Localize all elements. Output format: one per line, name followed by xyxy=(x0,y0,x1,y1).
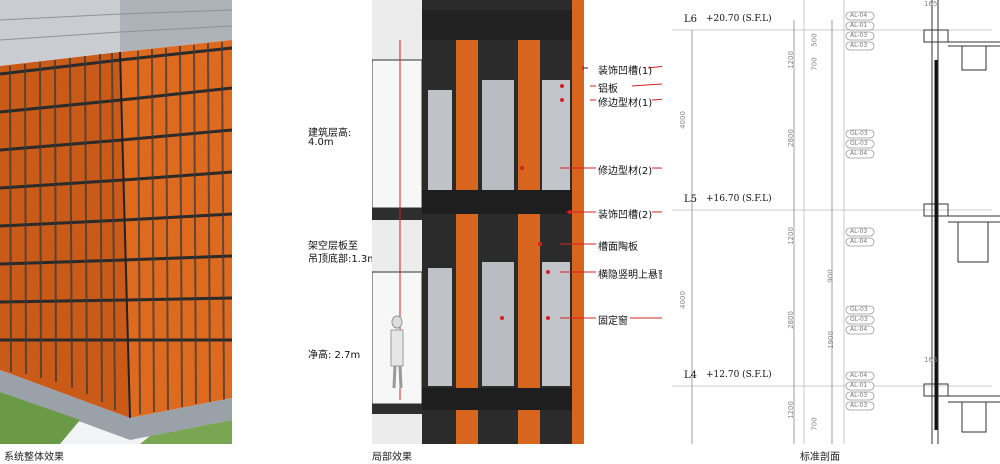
dim-165-bottom: 165 xyxy=(924,356,938,364)
building-render-image xyxy=(0,0,232,444)
tag: AL-03 xyxy=(850,228,868,235)
tag: AL-04 xyxy=(850,12,868,19)
dim-2800-b: 2800 xyxy=(786,311,795,329)
caption-section: 标准剖面 xyxy=(800,452,840,463)
dim-500: 500 xyxy=(810,33,819,47)
partial-render xyxy=(372,0,584,444)
level-l4: L4 xyxy=(684,370,698,381)
dim-1200-b: 1200 xyxy=(786,227,795,245)
level-l5: L5 xyxy=(684,194,698,205)
tag: GL-03 xyxy=(850,140,868,147)
tag: GL-03 xyxy=(850,306,868,313)
callout-grooved-terracotta: 槽面陶板 xyxy=(598,242,638,253)
level-l6: L6 xyxy=(684,14,698,25)
dim-4000-b: 4000 xyxy=(678,291,687,309)
callout-decorative-groove-2: 装饰凹槽(2) xyxy=(598,210,653,221)
callout-aluminum-panel: 铝板 xyxy=(598,84,618,95)
caption-overall: 系统整体效果 xyxy=(4,452,64,463)
dim-1200: 1200 xyxy=(786,51,795,69)
dim-1900: 1900 xyxy=(826,331,835,349)
tag: GL-03 xyxy=(850,316,868,323)
level-l4-elev: +12.70 (S.F.L) xyxy=(706,370,772,380)
tag: AL-01 xyxy=(850,382,868,389)
dim-700: 700 xyxy=(810,57,819,71)
dim-900: 900 xyxy=(826,269,835,283)
level-l6-elev: +20.70 (S.F.L) xyxy=(706,14,772,24)
tag: AL-04 xyxy=(850,372,868,379)
tag: AL-04 xyxy=(850,150,868,157)
callout-trim-profile-1: 修边型材(1) xyxy=(598,98,653,109)
tag: AL-03 xyxy=(850,392,868,399)
callout-decorative-groove-1: 装饰凹槽(1) xyxy=(598,66,653,77)
caption-partial: 局部效果 xyxy=(372,452,412,463)
dim-4000: 4000 xyxy=(678,111,687,129)
tag: AL-03 xyxy=(850,32,868,39)
clear-height-label: 净高: 2.7m xyxy=(308,350,361,361)
dim-1200-c: 1200 xyxy=(786,401,795,419)
dim-2800: 2800 xyxy=(786,129,795,147)
tag: AL-03 xyxy=(850,402,868,409)
raised-floor-label: 架空层板至 xyxy=(308,241,358,252)
level-l5-elev: +16.70 (S.F.L) xyxy=(706,194,772,204)
overall-render xyxy=(0,0,232,444)
callout-top-hung-window: 横隐竖明上悬窗 xyxy=(598,270,668,281)
tag: AL-04 xyxy=(850,326,868,333)
floor-height-value: 4.0m xyxy=(308,137,334,148)
tag: GL-03 xyxy=(850,130,868,137)
raised-floor-value: 吊顶底部:1.3m xyxy=(308,254,378,265)
facade-detail-image xyxy=(372,0,584,444)
dim-165-top: 165 xyxy=(924,0,938,8)
dim-700-c: 700 xyxy=(810,417,819,431)
section-drawing: L6 +20.70 (S.F.L) L5 +16.70 (S.F.L) L4 +… xyxy=(662,0,1000,444)
tag: AL-01 xyxy=(850,22,868,29)
tag: AL-03 xyxy=(850,42,868,49)
tag: AL-04 xyxy=(850,238,868,245)
floor-height-label: 建筑层高: xyxy=(308,128,352,139)
callout-fixed-window: 固定窗 xyxy=(598,316,628,327)
section-lines xyxy=(662,0,1000,444)
callout-trim-profile-2: 修边型材(2) xyxy=(598,166,653,177)
